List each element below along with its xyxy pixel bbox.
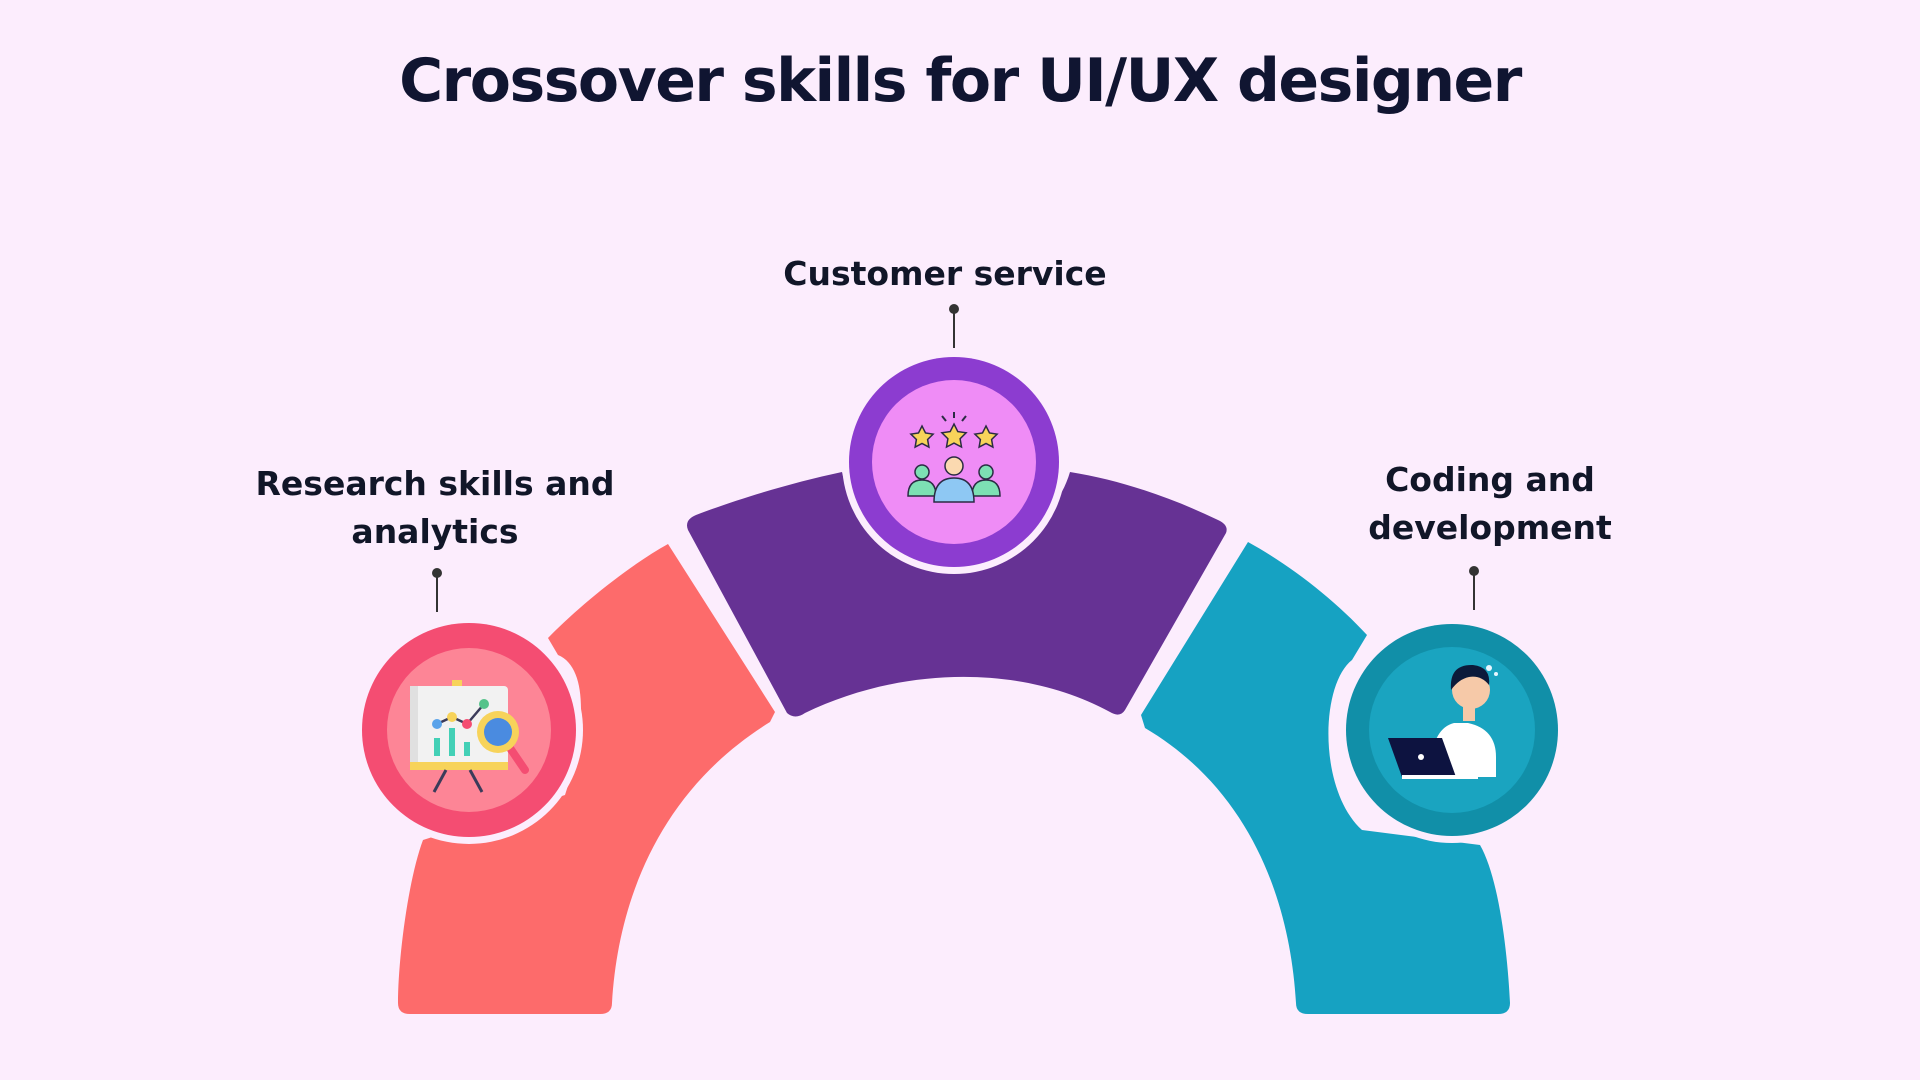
skill-label-research: Research skills and analytics bbox=[255, 464, 615, 551]
page-title: Crossover skills for UI/UX designer bbox=[399, 46, 1522, 116]
customer-circle bbox=[842, 350, 1066, 574]
connector-research bbox=[432, 568, 442, 612]
coding-circle bbox=[1339, 617, 1565, 843]
skill-label-customer: Customer service bbox=[783, 254, 1107, 293]
arc-segment-coding bbox=[1141, 542, 1510, 1014]
developer-laptop-icon bbox=[1388, 664, 1498, 779]
skill-label-coding: Coding and development bbox=[1368, 460, 1612, 547]
presentation-chart-magnifier-icon bbox=[410, 680, 529, 793]
customer-rating-stars-icon bbox=[907, 412, 1001, 503]
connector-customer bbox=[949, 304, 959, 348]
connector-coding bbox=[1469, 566, 1479, 610]
research-circle bbox=[355, 616, 583, 844]
arc-segment-customer bbox=[687, 472, 1227, 717]
arc-segment-research bbox=[398, 544, 775, 1014]
